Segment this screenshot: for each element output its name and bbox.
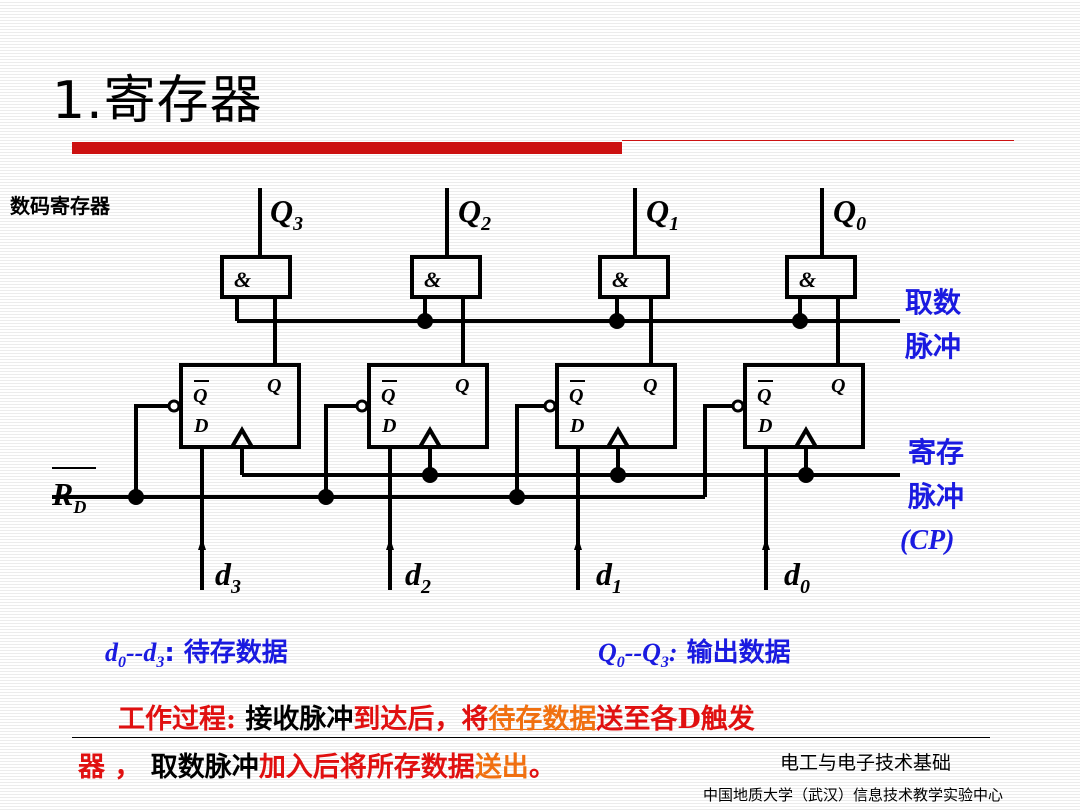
flipflop-labels: Q Q D Q Q D Q Q D Q Q D bbox=[193, 375, 845, 437]
footer-institution: 中国地质大学（武汉）信息技术教学实验中心 bbox=[703, 786, 1004, 804]
store-pulse-label-1: 寄存 bbox=[908, 436, 964, 469]
store-pulse-label-2: 脉冲 bbox=[908, 480, 964, 513]
footer-course: 电工与电子技术基础 bbox=[780, 752, 952, 774]
fetch-pulse-label-2: 脉冲 bbox=[905, 330, 961, 363]
process-line-2: 器 ， 取数脉冲加入后将所存数据送出。 bbox=[78, 752, 556, 783]
ff-q-label: Q bbox=[267, 375, 281, 397]
ff-qbar-label: Q bbox=[757, 385, 771, 407]
ff-d-label: D bbox=[757, 415, 772, 437]
ff-d-label: D bbox=[381, 415, 396, 437]
output-label-q1: Q1 bbox=[646, 193, 679, 235]
page-title: 1.寄存器 bbox=[52, 71, 263, 131]
output-label-q3: Q3 bbox=[270, 193, 303, 235]
legend-data-inputs: d0--d3: 待存数据 bbox=[105, 638, 288, 672]
ff-qbar-label: Q bbox=[193, 385, 207, 407]
and-gate-label: & bbox=[424, 267, 441, 292]
ff-d-label: D bbox=[569, 415, 584, 437]
fetch-pulse-label-1: 取数 bbox=[905, 286, 962, 319]
input-label-d2: d2 bbox=[405, 556, 431, 598]
input-label-d3: d3 bbox=[215, 556, 241, 598]
and-gate-label: & bbox=[234, 267, 251, 292]
process-underline bbox=[72, 737, 990, 738]
output-label-q0: Q0 bbox=[833, 193, 866, 235]
input-label-d1: d1 bbox=[596, 556, 622, 598]
register-circuit-diagram: Q3 Q2 Q1 Q0 & & & & Q Q D Q Q D Q Q D Q … bbox=[51, 188, 964, 598]
and-gate-label: & bbox=[799, 267, 816, 292]
ff-qbar-label: Q bbox=[381, 385, 395, 407]
store-pulse-label-cp: (CP) bbox=[900, 525, 954, 556]
ff-q-label: Q bbox=[455, 375, 469, 397]
and-gate-label: & bbox=[612, 267, 629, 292]
ff-d-label: D bbox=[193, 415, 208, 437]
ff-qbar-label: Q bbox=[569, 385, 583, 407]
output-label-q2: Q2 bbox=[458, 193, 491, 235]
ff-q-label: Q bbox=[643, 375, 657, 397]
subtitle: 数码寄存器 bbox=[10, 194, 110, 218]
title-underline-bar bbox=[72, 142, 622, 154]
ff-q-label: Q bbox=[831, 375, 845, 397]
reset-label: RD bbox=[51, 476, 86, 517]
title-underline-line bbox=[622, 140, 1014, 141]
legend-data-outputs: Q0--Q3: 输出数据 bbox=[598, 638, 791, 672]
process-line-1: 工作过程: 接收脉冲到达后，将待存数据送至各D触发 bbox=[118, 704, 755, 735]
input-label-d0: d0 bbox=[784, 556, 810, 598]
